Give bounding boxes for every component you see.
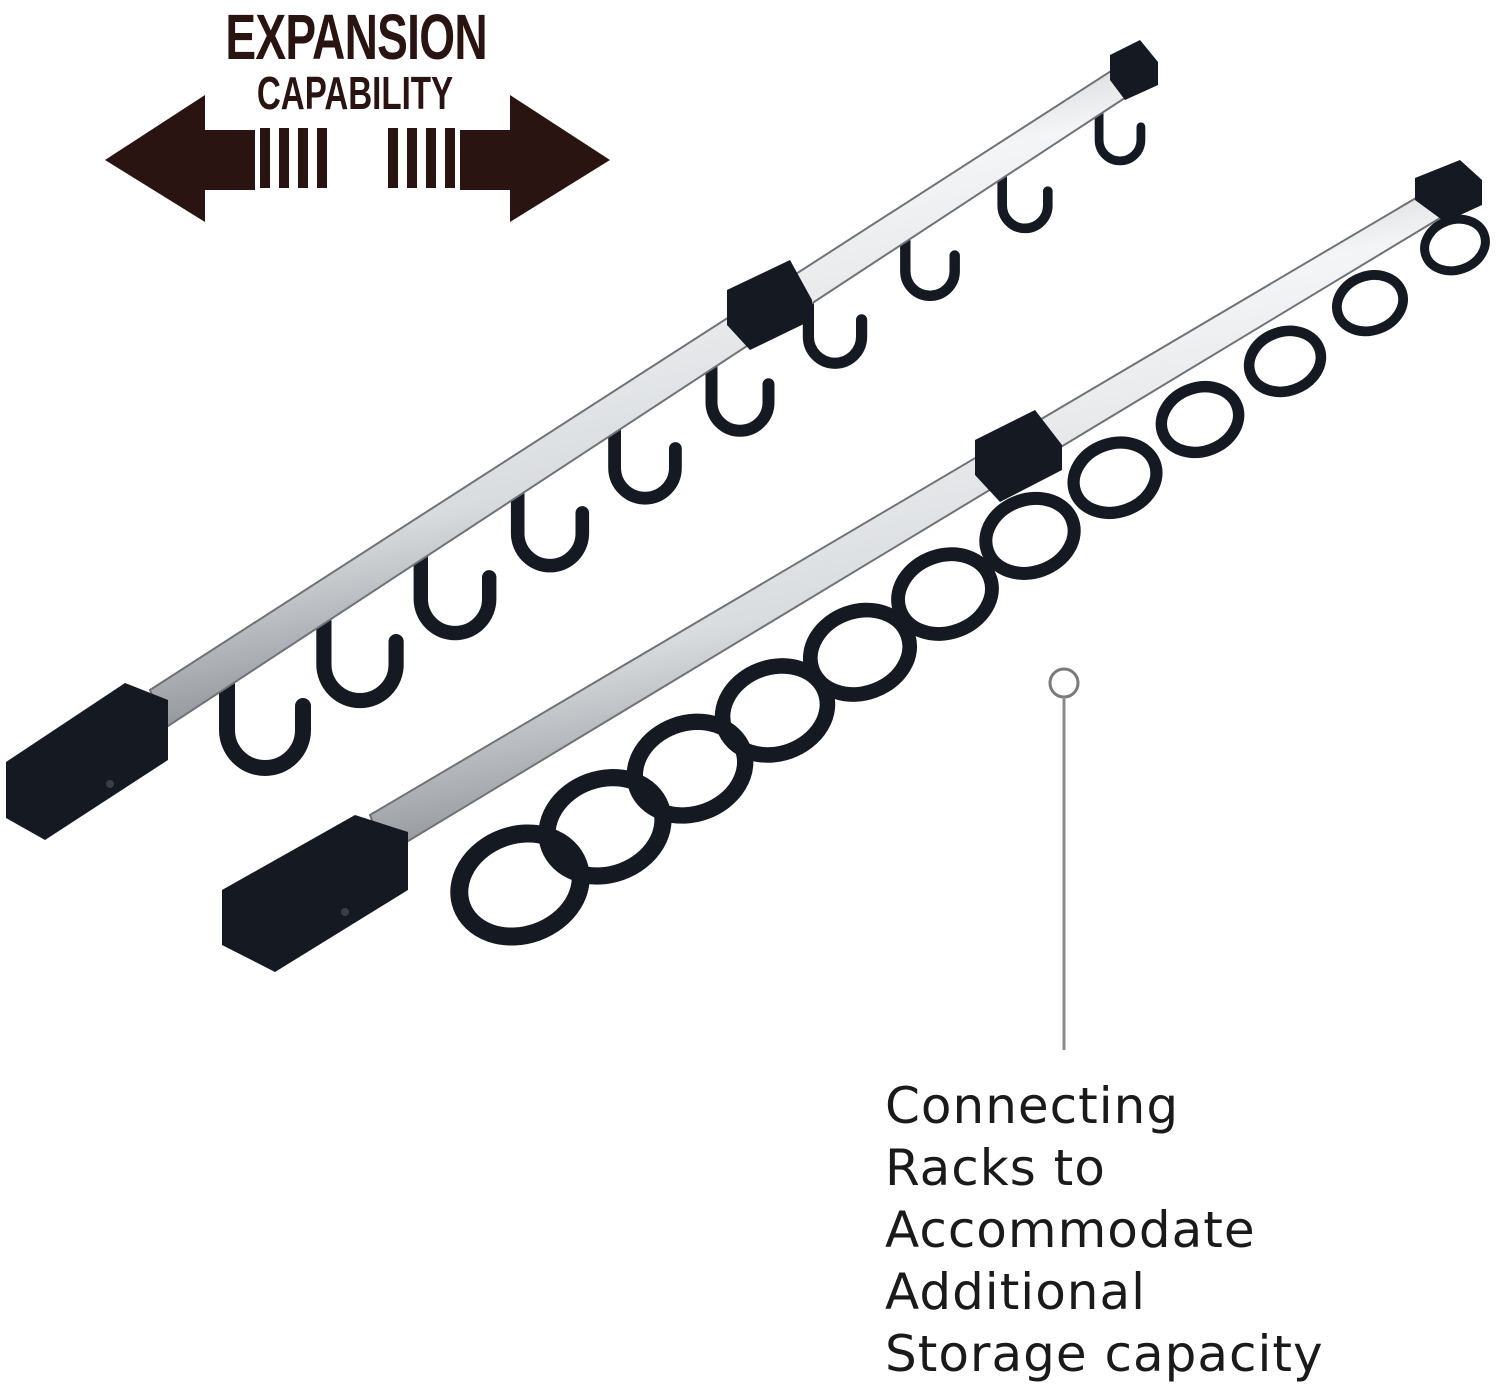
caption-line: Connecting xyxy=(885,1077,1180,1135)
bottom-rack xyxy=(222,160,1490,972)
hook xyxy=(219,662,311,776)
callout-dot xyxy=(1048,667,1080,699)
ring xyxy=(1243,325,1327,398)
screw-hole xyxy=(106,780,114,788)
top-rack xyxy=(6,40,1158,840)
ring xyxy=(979,491,1081,580)
top-rack-connector xyxy=(727,260,812,350)
ring xyxy=(1331,270,1409,337)
caption-line: Accommodate xyxy=(885,1201,1256,1259)
hook xyxy=(510,475,590,573)
ring xyxy=(626,713,754,824)
badge-subtitle: CAPABILITY xyxy=(256,67,454,119)
bottom-rack-rail xyxy=(368,173,1472,857)
hook xyxy=(608,413,682,505)
bottom-rack-rings xyxy=(450,214,1490,946)
ring xyxy=(538,769,672,885)
ring xyxy=(1420,214,1490,276)
ring xyxy=(714,658,836,763)
top-rack-end-cap-right xyxy=(1110,40,1158,100)
ring xyxy=(450,824,590,946)
hook xyxy=(413,537,497,641)
caption-line: Storage capacity xyxy=(885,1325,1324,1383)
hook xyxy=(1094,102,1146,166)
top-rack-hooks xyxy=(219,102,1146,776)
bottom-rack-connector xyxy=(975,410,1062,502)
hook xyxy=(316,599,404,709)
caption-line: Racks to xyxy=(885,1139,1106,1197)
ring xyxy=(891,547,999,641)
callout-pointer xyxy=(1048,667,1080,1050)
ring xyxy=(802,602,918,702)
badge-title: EXPANSION xyxy=(225,1,487,73)
ring xyxy=(1067,436,1163,520)
bottom-rack-end-cap-right xyxy=(1415,160,1482,222)
hook xyxy=(997,164,1053,234)
hook xyxy=(900,226,960,301)
ring xyxy=(1155,381,1245,459)
screw-hole xyxy=(341,908,349,916)
hook xyxy=(802,289,868,369)
feature-caption: Connecting Racks to Accommodate Addition… xyxy=(885,1075,1495,1385)
top-rack-end-cap-left xyxy=(6,683,168,840)
caption-line: Additional xyxy=(885,1263,1147,1321)
bottom-rack-end-cap-left xyxy=(222,815,408,972)
double-arrow-icon xyxy=(105,95,610,222)
expansion-badge: EXPANSION CAPABILITY xyxy=(105,0,615,225)
hook xyxy=(705,351,775,437)
